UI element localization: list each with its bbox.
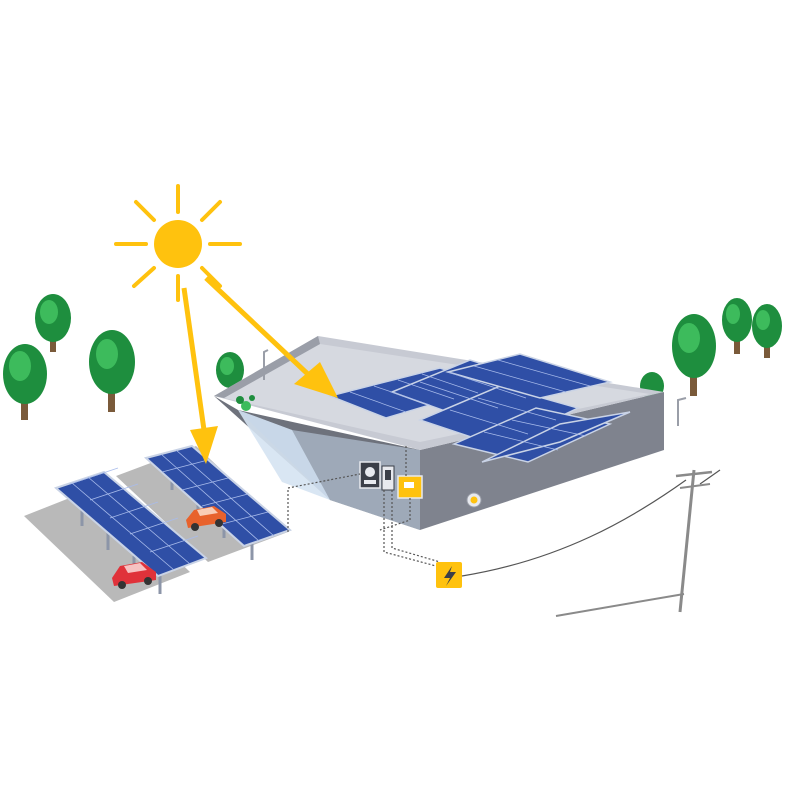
solar-panel-row [481,411,631,463]
meter-icon [359,461,381,489]
pole-shadow [555,593,685,617]
car-icon [112,562,156,589]
rooftop-panel-grid [349,359,591,451]
pole-shaft [678,469,696,613]
lightning-bolt-icon [436,562,462,588]
arrow-shaft [204,276,314,380]
solar-panel-row [445,353,613,399]
inverter-wire [379,498,411,531]
sun-ray [134,200,156,222]
grid-wire [391,490,441,563]
arrow-to-carport [181,287,218,464]
glass-wall [238,410,420,530]
solar-panel-grid [69,467,199,571]
roof-parapet [214,336,320,398]
arrow-head [294,362,338,398]
arrow-shaft [181,287,207,431]
arrow-to-roof [204,276,338,398]
tree-icon [722,298,752,354]
sun-ray [200,266,222,288]
sun-rays [114,184,242,302]
tree-icon [35,294,71,352]
car-icon [186,506,226,531]
commercial-building [214,336,687,530]
inverter-icon [397,475,423,499]
solar-panel-grid [160,449,275,542]
sunlight-arrows [181,276,338,464]
parking-lot [24,444,292,602]
power-line [699,469,721,485]
pole-crossarm [675,470,713,478]
tree-icon [89,330,135,412]
grid-wire [383,490,437,567]
carport-wire [287,473,361,532]
wiring [287,446,441,567]
tree-icon [3,344,47,420]
rooftop-shrubs [236,395,255,411]
disconnect-switch-icon [381,465,395,491]
outdoor-socket-icon [466,492,482,508]
rooftop-solar-array [327,353,631,463]
utility-pole-icon [461,469,721,617]
sun-disc [154,220,202,268]
trees [3,294,782,420]
power-line [461,479,687,577]
tree-icon [672,314,716,396]
pole-crossarm [679,483,711,489]
tree-icon [752,304,782,358]
arrow-head [190,426,218,464]
lamp-post [263,349,687,426]
solar-carport [54,467,208,594]
sun-ray [132,266,156,288]
sun-icon [114,184,242,302]
sun-ray [200,200,222,222]
